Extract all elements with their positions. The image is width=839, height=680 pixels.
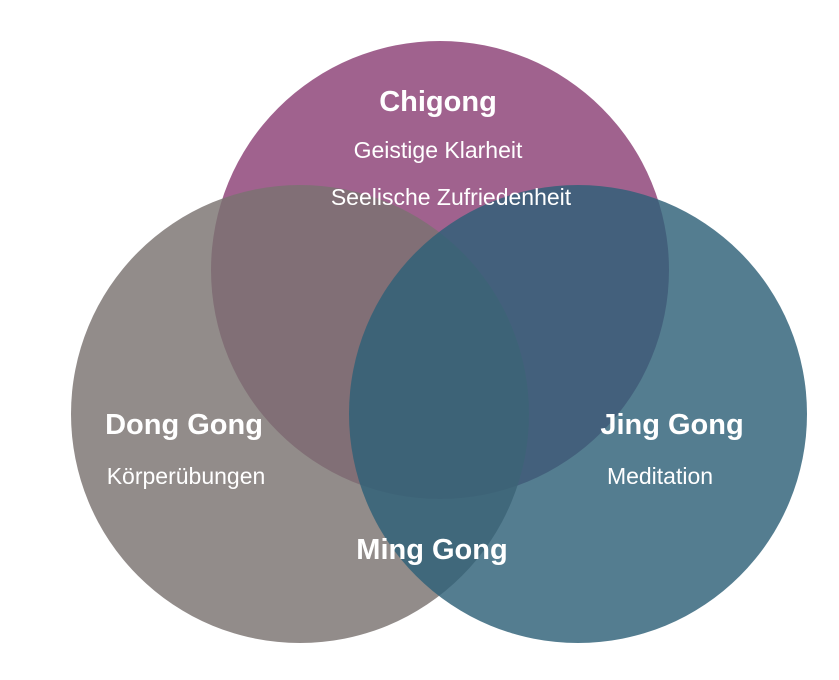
dong-gong-title: Dong Gong: [105, 409, 263, 441]
chigong-line-2: Seelische Zufriedenheit: [330, 184, 572, 210]
chigong-title: Chigong: [379, 86, 497, 118]
chigong-line-1: Geistige Klarheit: [353, 137, 523, 163]
jing-gong-title: Jing Gong: [600, 409, 744, 441]
ming-gong-title: Ming Gong: [356, 534, 508, 566]
jing-gong-line-1: Meditation: [606, 463, 714, 489]
circle-jing-gong: [349, 185, 807, 643]
dong-gong-line-1: Körperübungen: [106, 463, 266, 489]
